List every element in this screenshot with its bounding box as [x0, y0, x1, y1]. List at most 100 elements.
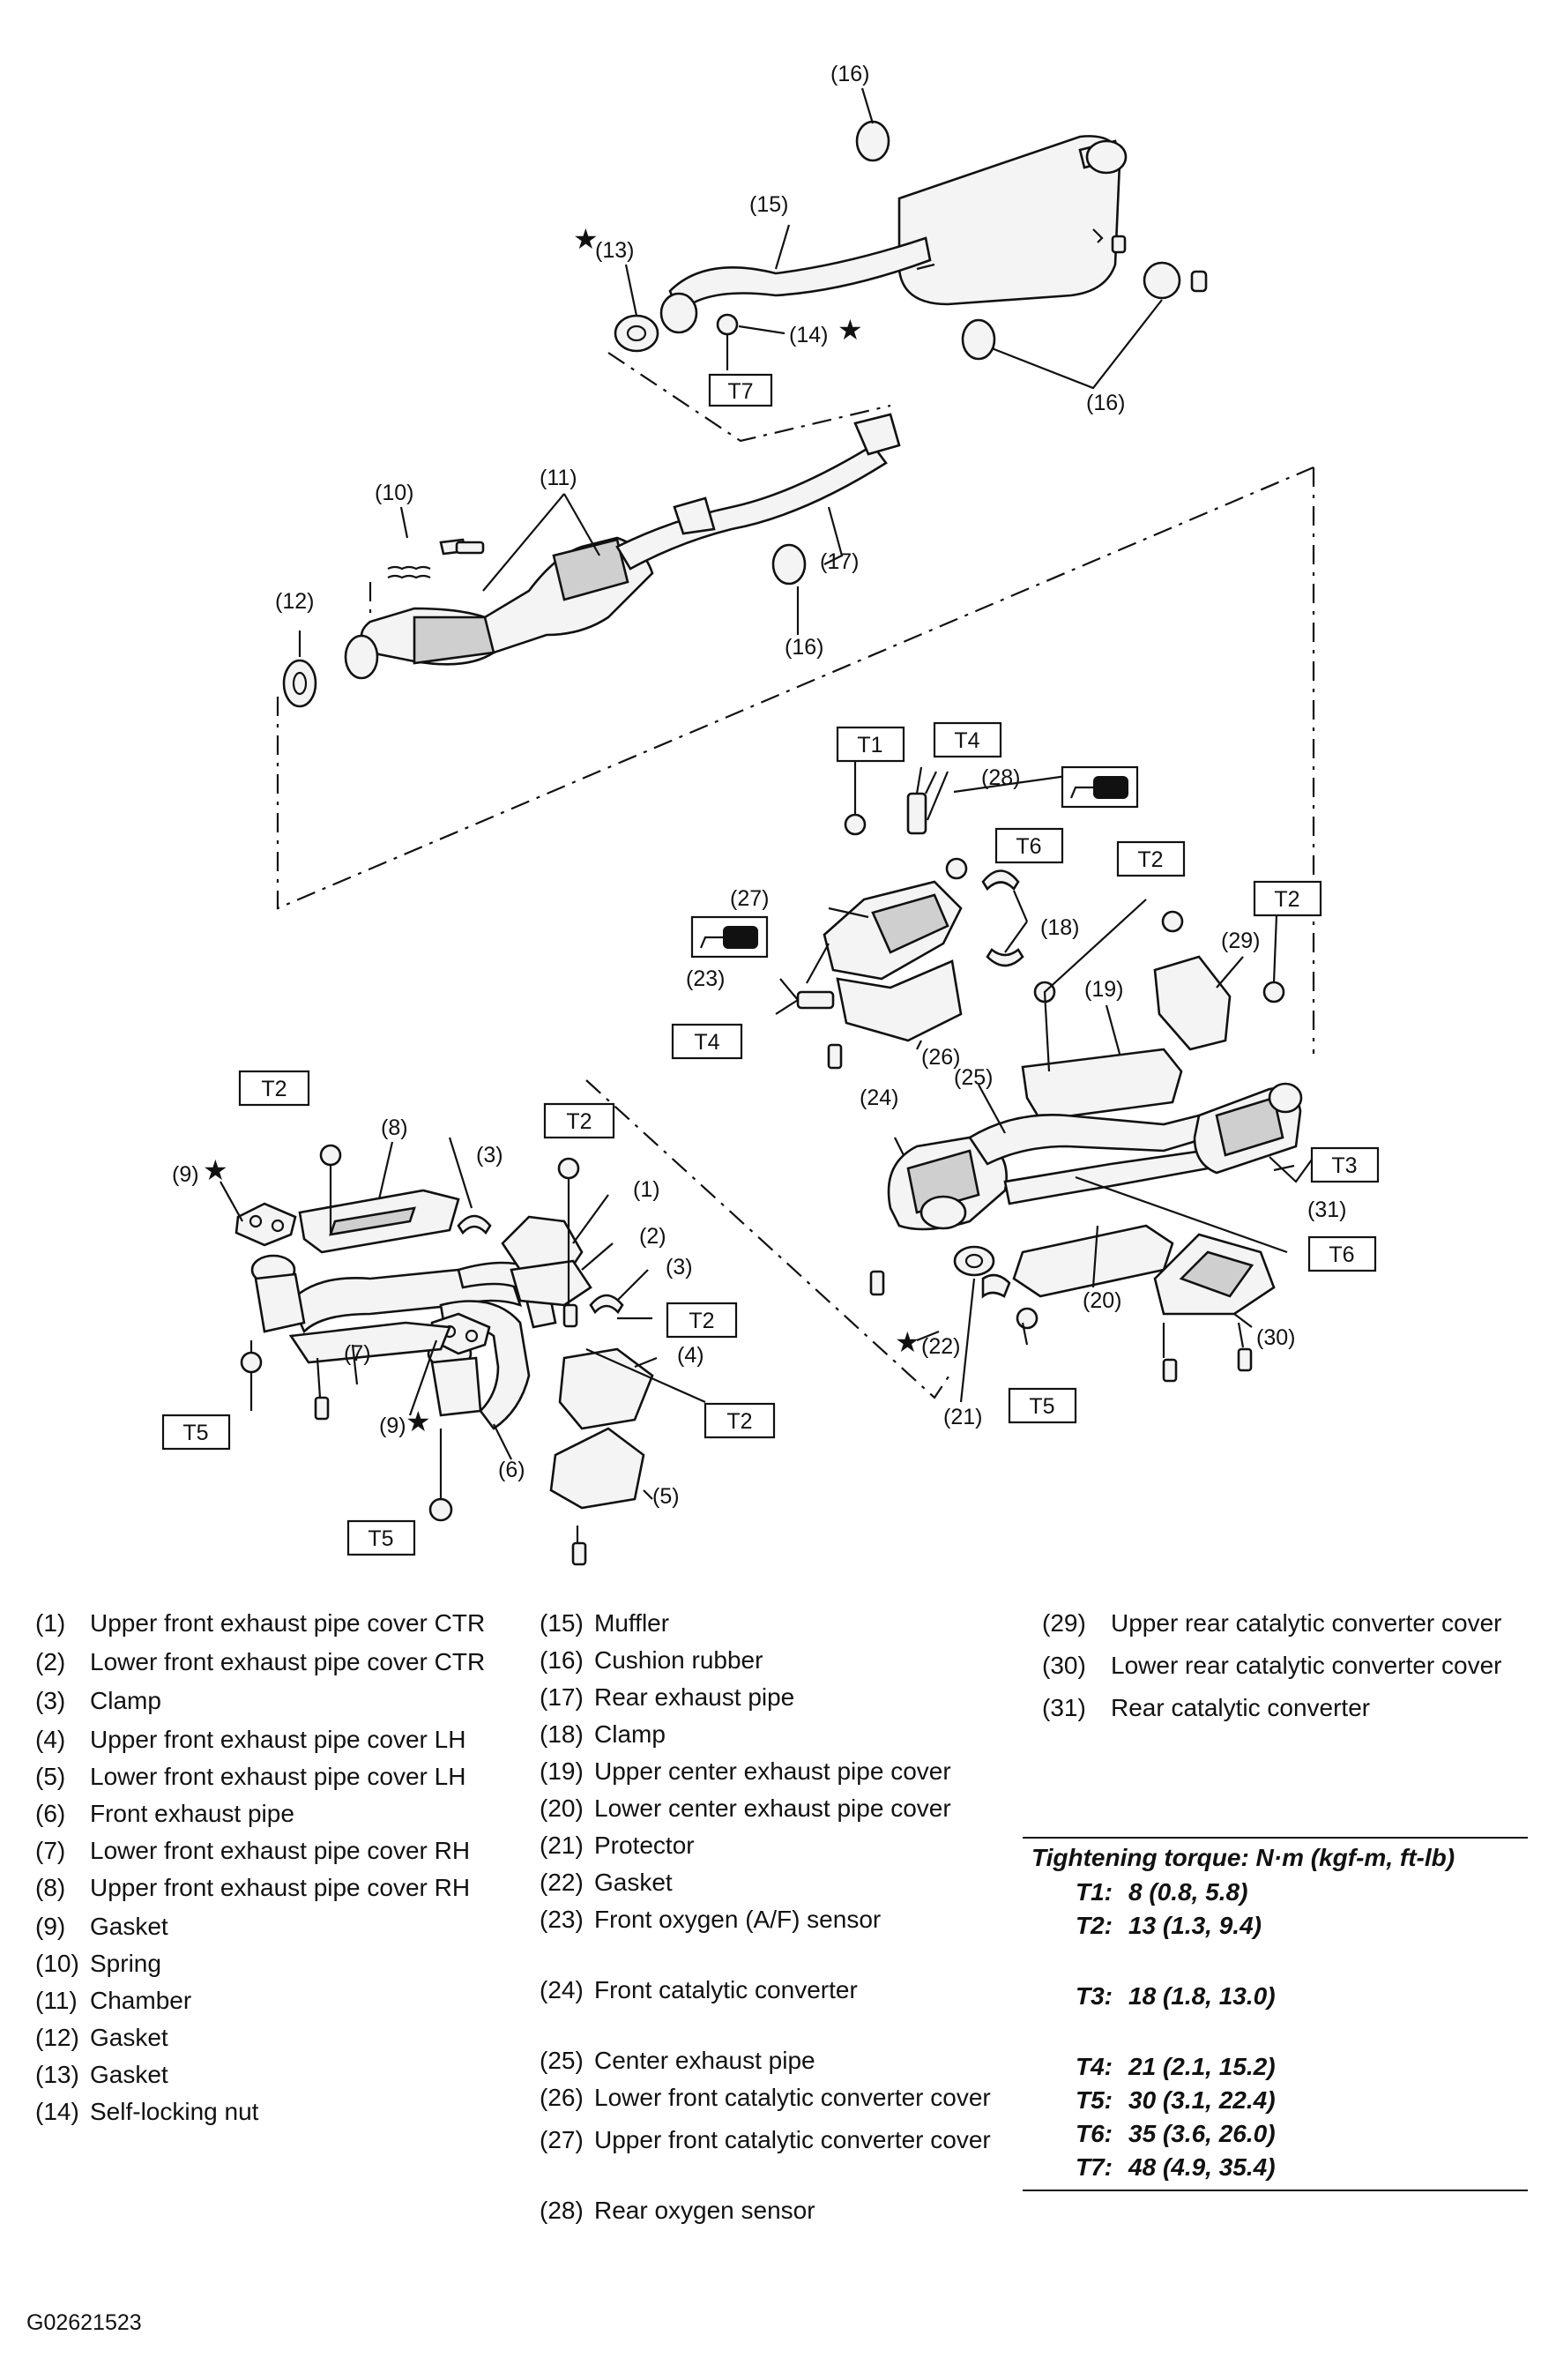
callout-18: (18) [1040, 915, 1079, 940]
nuts-and-bolts [240, 541, 1285, 1566]
callout-6: (6) [498, 1458, 525, 1482]
callout-12: (12) [275, 589, 314, 614]
legend-text: Lower front exhaust pipe cover CTR [90, 1648, 486, 1675]
legend-text: Rear catalytic converter [1111, 1694, 1371, 1721]
legend-number: (18) [540, 1720, 584, 1748]
legend-number: (7) [35, 1837, 66, 1864]
svg-text:T2: T2 [566, 1109, 592, 1134]
legend-row: (24) Front catalytic converter [520, 1973, 1009, 2007]
legend-number: (15) [540, 1609, 584, 1637]
svg-text:T2: T2 [689, 1309, 714, 1333]
torque-tag-t5: T5 [1008, 1387, 1077, 1424]
torque-tag-t5: T5 [161, 1414, 231, 1451]
torque-value: 35 (3.6, 26.0) [1128, 2120, 1276, 2147]
front-pipe-covers-ctr-1-2 [501, 1215, 592, 1307]
callout-17: (17) [820, 549, 859, 574]
legend-text: Lower front exhaust pipe cover LH [90, 1763, 466, 1790]
legend-number: (21) [540, 1832, 584, 1859]
legend-text: Clamp [594, 1720, 666, 1748]
torque-tag-t7: T7 [708, 373, 773, 407]
lower-rear-cat-cover-30 [1153, 1233, 1276, 1316]
callout-3: (3) [476, 1143, 503, 1168]
torque-row: T1:8 (0.8, 5.8) [1023, 1876, 1528, 1909]
svg-text:T7: T7 [727, 379, 753, 404]
legend-number: (8) [35, 1874, 66, 1901]
legend-row: (17)Rear exhaust pipe [520, 1681, 1009, 1714]
legend-row: (23) Front oxygen (A/F) sensor [520, 1903, 1009, 1936]
star-icon: ★ [203, 1154, 228, 1186]
legend-text: Upper front exhaust pipe cover CTR [90, 1609, 486, 1637]
legend-row: (22)Gasket [520, 1866, 1009, 1899]
legend-text: Lower front exhaust pipe cover RH [90, 1837, 471, 1864]
callout-23: (23) [686, 966, 725, 991]
torque-tag-t2: T2 [1253, 880, 1322, 917]
legend-text: Front catalytic converter [594, 1976, 858, 2003]
svg-text:T2: T2 [726, 1409, 752, 1434]
callout-31: (31) [1307, 1197, 1346, 1222]
callout-24: (24) [860, 1086, 898, 1110]
callout-22: (22) [921, 1334, 960, 1359]
legend-row: (8)Upper front exhaust pipe cover RH [16, 1871, 523, 1905]
legend-number: (12) [35, 2024, 79, 2051]
clamp-18 [981, 869, 1024, 967]
oil-can-icon [690, 915, 769, 959]
muffler [897, 135, 1128, 306]
legend-row: (21)Protector [520, 1829, 1009, 1862]
callout-8: (8) [381, 1115, 408, 1140]
legend-number: (2) [35, 1648, 66, 1675]
callout-labels: (16) (15) (13) (14) (16) (10) (11) (12) … [172, 62, 1346, 1509]
torque-tag-t4: T4 [933, 721, 1002, 758]
exhaust-system-exploded-diagram: T7 T1 T4 T6 T2 T2 T4 T2 T2 T3 T6 T2 T2 T… [161, 62, 1380, 1566]
callout-29: (29) [1221, 929, 1260, 953]
legend-text: Lower center exhaust pipe cover [594, 1794, 951, 1822]
legend-text: Self-locking nut [90, 2098, 259, 2125]
legend-number: (26) [540, 2084, 584, 2111]
legend-number: (1) [35, 1609, 66, 1637]
legend-row: (18) Clamp [520, 1718, 1009, 1751]
svg-text:T5: T5 [1029, 1394, 1054, 1419]
svg-text:T3: T3 [1331, 1153, 1357, 1178]
torque-tag-t2: T2 [543, 1102, 615, 1139]
callout-16: (16) [1086, 391, 1125, 415]
torque-code: T2: [1076, 1912, 1113, 1939]
callout-5: (5) [652, 1484, 680, 1509]
legend-number: (24) [540, 1976, 584, 2003]
torque-tag-t6: T6 [994, 827, 1064, 864]
callout-16: (16) [830, 62, 869, 86]
torque-table: Tightening torque: N·m (kgf-m, ft-lb) T1… [1023, 1837, 1528, 2191]
legend-row: (3)Clamp [16, 1684, 523, 1718]
legend-number: (19) [540, 1757, 584, 1785]
torque-tag-t2: T2 [666, 1302, 738, 1339]
legend-row: (28)Rear oxygen sensor [520, 2194, 1009, 2227]
legend-number: (11) [35, 1987, 78, 2014]
legend-text: Front oxygen (A/F) sensor [594, 1906, 882, 1933]
torque-value: 30 (3.1, 22.4) [1128, 2086, 1276, 2114]
legend-row: (12)Gasket [16, 2021, 523, 2055]
svg-text:T2: T2 [261, 1077, 287, 1101]
chamber-11 [344, 413, 901, 680]
torque-tag-t2: T2 [1116, 840, 1186, 877]
legend-number: (23) [540, 1906, 584, 1933]
torque-value: 48 (4.9, 35.4) [1128, 2153, 1276, 2181]
legend-number: (10) [35, 1950, 79, 1977]
torque-row: T2: 13 (1.3, 9.4) [1023, 1909, 1528, 1943]
legend-row: (10)Spring [16, 1947, 523, 1981]
legend-row: (2) Lower front exhaust pipe cover CTR [16, 1645, 523, 1679]
legend-number: (29) [1042, 1609, 1086, 1637]
legend-text: Front exhaust pipe [90, 1800, 294, 1827]
torque-tag-t2: T2 [238, 1070, 310, 1107]
svg-text:T6: T6 [1016, 834, 1041, 859]
gasket-12 [282, 659, 317, 708]
leader-lines-left [220, 1137, 706, 1543]
leader-lines-mid [298, 493, 844, 657]
torque-value: 13 (1.3, 9.4) [1128, 1912, 1262, 1939]
star-icon: ★ [838, 314, 863, 346]
legend-row: (7) Lower front exhaust pipe cover RH [16, 1834, 523, 1868]
torque-row: T6:35 (3.6, 26.0) [1023, 2117, 1528, 2151]
torque-code: T3: [1076, 1982, 1113, 2010]
torque-value: 8 (0.8, 5.8) [1128, 1878, 1248, 1906]
legend-text: Chamber [90, 1987, 192, 2014]
torque-tag-t6: T6 [1307, 1235, 1377, 1272]
legend-row: (29)Upper rear catalytic converter cover [1023, 1607, 1530, 1640]
legend-row: (11) Chamber [16, 1984, 523, 2018]
